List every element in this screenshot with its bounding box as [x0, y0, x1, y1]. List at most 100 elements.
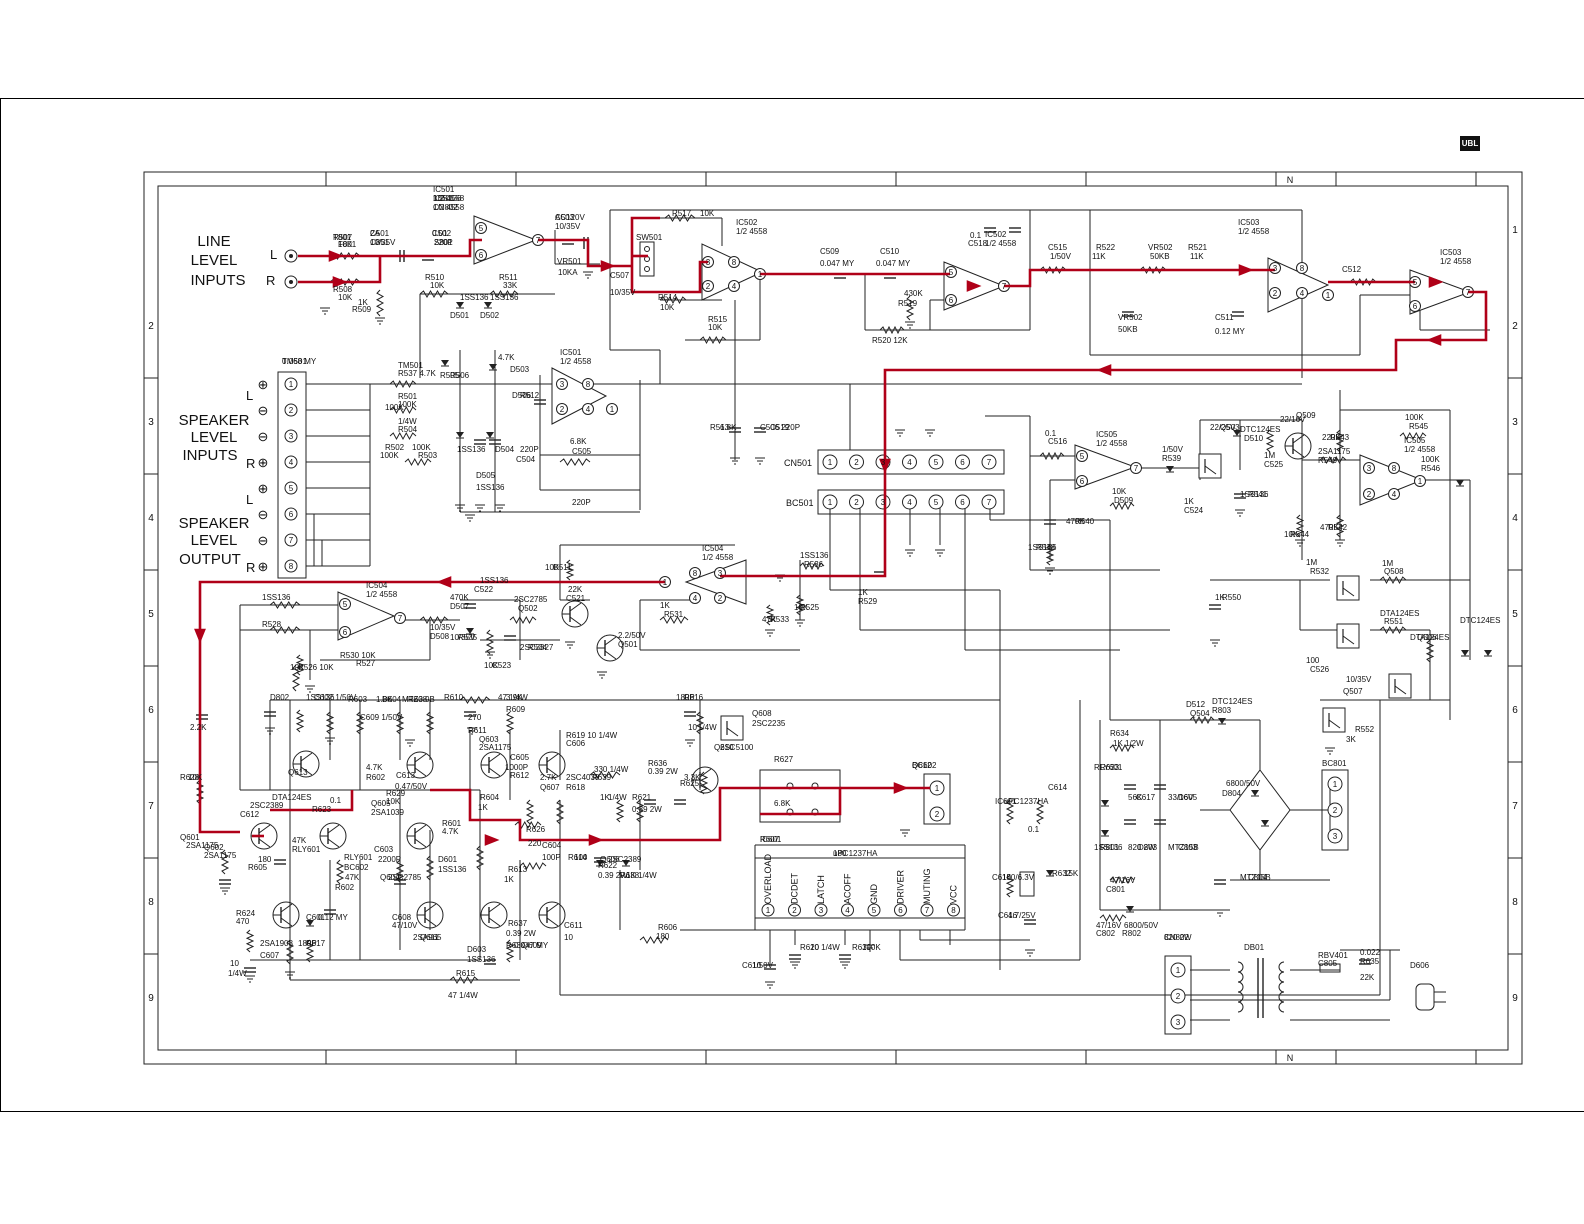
component-label: 2A — [370, 229, 380, 238]
row-number: 8 — [148, 897, 154, 908]
component-label: 6800/50V — [1124, 921, 1159, 930]
component-label: R631 — [852, 943, 872, 952]
pin-number: 3 — [560, 380, 565, 389]
opamp-pin — [728, 256, 740, 268]
component-label: C609 1/50V — [360, 713, 403, 722]
component-label: 22K — [568, 585, 583, 594]
opamp-sub: 1/2 4558 — [702, 553, 734, 562]
component-label: R520 12K — [872, 336, 908, 345]
ic601-pin-name: VCC — [949, 884, 959, 904]
component-label: 3.9K — [506, 693, 523, 702]
component-label: 22/25V — [1210, 423, 1236, 432]
labels: NN12345678923456789LINELEVELINPUTSLRSPEA… — [148, 175, 1518, 1063]
component-label: R602 — [366, 773, 386, 782]
component-label: R502 — [385, 443, 405, 452]
component-label: 10 — [688, 723, 697, 732]
component-label: R503 — [418, 451, 438, 460]
component-label: R615 — [456, 969, 476, 978]
ic601-pin-name: DRIVER — [896, 869, 906, 904]
opamp-pin — [1076, 475, 1088, 487]
transistor — [300, 752, 313, 762]
component-label: 22K — [1360, 973, 1375, 982]
component-label: Q602 — [204, 843, 224, 852]
transistor — [569, 616, 582, 626]
pin-number: 3 — [1367, 464, 1372, 473]
resistor — [505, 939, 515, 963]
ic601-pin — [761, 903, 775, 917]
pin-number: 1 — [1418, 477, 1423, 486]
component-label: R612 — [510, 771, 530, 780]
diode — [1101, 830, 1109, 836]
opamp-pin — [475, 249, 487, 261]
speaker-level-output-title: SPEAKER — [179, 515, 250, 532]
opamp-sub: 1/2 4558 — [560, 357, 592, 366]
component-label: Q610 — [714, 743, 734, 752]
component-label: 2SA1175 — [479, 743, 512, 752]
component-label: 1SS136 — [457, 445, 486, 454]
component-label: D503 — [510, 365, 530, 374]
terminal-polarity: ⊕ — [258, 377, 269, 392]
component-label: R504 — [398, 425, 418, 434]
component-label: 0.39 2W — [648, 767, 678, 776]
digital-transistor — [1388, 673, 1412, 699]
pin-number: 3 — [1176, 1018, 1181, 1027]
component-label: C511 — [1215, 313, 1234, 322]
component-label: C617 — [1136, 793, 1156, 802]
digital-transistor — [1394, 685, 1407, 695]
wires — [239, 209, 1490, 1021]
digital-transistor — [720, 715, 744, 741]
column-letter: N — [1287, 175, 1294, 185]
component-label: 1K — [660, 601, 670, 610]
component-label: DTC124ES — [1240, 425, 1280, 434]
transformer-coil — [1278, 961, 1285, 973]
component-label: R802 — [1122, 929, 1142, 938]
component-label: R629 — [386, 789, 406, 798]
transistor — [280, 903, 293, 913]
speaker-level-output-title: OUTPUT — [179, 551, 241, 568]
component-label: Q504 — [1190, 709, 1210, 718]
component-label: C601 — [306, 913, 326, 922]
transistor — [327, 838, 340, 848]
pin-number: 5 — [479, 224, 484, 233]
component-label: 22/16V — [1280, 415, 1306, 424]
component-label: Q502 — [518, 604, 538, 613]
signal-path — [538, 238, 632, 268]
component-label: Q507 — [1343, 687, 1363, 696]
component-label: R603 — [348, 695, 368, 704]
opamp-pin — [556, 403, 568, 415]
component-label: C526 — [1310, 665, 1330, 674]
component-label: 6.8K — [774, 799, 791, 808]
pin-number: 1 — [1333, 780, 1338, 789]
pin-number: 2 — [289, 406, 294, 415]
pin-number: 7 — [1002, 282, 1007, 291]
component-label: C605 — [510, 753, 530, 762]
pin-number: 7 — [987, 498, 992, 507]
resistor — [295, 709, 305, 733]
opamp-pin — [394, 612, 406, 624]
signal-arrow — [332, 276, 348, 288]
component-label: Q603 — [479, 735, 499, 744]
component-label: CN802 — [433, 203, 458, 212]
component-label: 1SS136 — [1094, 843, 1123, 852]
transistor — [327, 824, 340, 834]
switch-contact — [644, 266, 650, 272]
pin-number: 6 — [898, 906, 903, 915]
component-label: R513 — [710, 423, 730, 432]
pin-number: 4 — [1300, 289, 1305, 298]
component-label: 33K — [503, 281, 518, 290]
bc501-connector-pin — [955, 494, 970, 510]
component-label: 0.12 MY — [1215, 327, 1245, 336]
component-label: 6800/50V — [1226, 779, 1261, 788]
component-label: 2SA965 — [413, 933, 442, 942]
component-label: 0.047 MY — [514, 941, 549, 950]
pin-number: 4 — [693, 594, 698, 603]
component-label: 1K — [358, 298, 368, 307]
component-label: 220K — [1322, 433, 1341, 442]
diode — [1461, 650, 1469, 656]
component-label: Q611 — [420, 933, 440, 942]
pin-number: 6 — [960, 498, 965, 507]
transistor — [604, 636, 617, 646]
cn501-connector — [817, 449, 1005, 475]
signal-path — [270, 790, 354, 812]
opamp-ref: IC505 — [1404, 436, 1426, 445]
